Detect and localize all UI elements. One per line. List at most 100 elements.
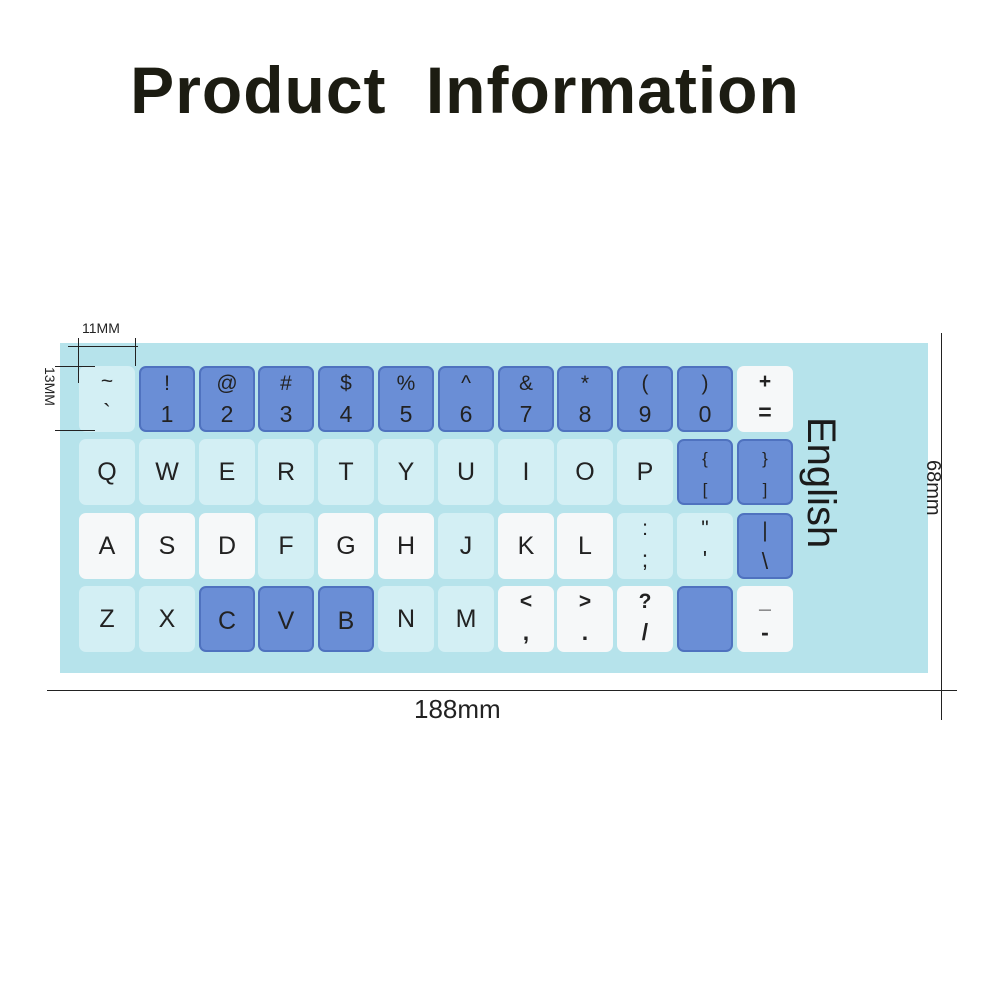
key-shift-label: ~ [100,370,114,393]
key-shift-label: > [578,590,592,613]
key-height-tick-top [55,366,95,367]
key-shift-label: < [519,590,533,613]
key-label: N [396,605,416,633]
key-label: P [636,458,654,486]
key: <, [498,586,554,652]
key: #3 [258,366,314,432]
key: O [557,439,613,505]
key: W [139,439,195,505]
key-base-label: / [641,619,649,645]
key-width-label: 11MM [82,320,120,336]
key: D [199,513,255,579]
key-label: A [98,532,116,560]
key-base-label: 6 [459,401,473,427]
key: A [79,513,135,579]
key-shift-label: & [518,372,533,395]
key-base-label: 7 [519,401,533,427]
key-label: D [217,532,237,560]
key-base-label: 3 [279,401,293,427]
key: @2 [199,366,255,432]
key-base-label: 5 [399,401,413,427]
key: G [318,513,374,579]
key: S [139,513,195,579]
key-label: V [277,607,295,635]
key: F [258,513,314,579]
key-base-label: [ [702,480,708,499]
language-label: English [799,417,843,549]
key-shift-label: + [758,370,772,393]
key: ^6 [438,366,494,432]
key: )0 [677,366,733,432]
key-shift-label: ( [641,372,649,395]
key-base-label: ` [103,399,111,425]
key-shift-label: % [396,372,416,395]
key-shift-label: _ [759,590,771,613]
key: K [498,513,554,579]
key-label: S [158,532,176,560]
key-label: K [517,532,535,560]
key-height-tick-bottom [55,430,95,431]
key-label: U [456,458,476,486]
key-base-label: 1 [160,401,174,427]
key-label: T [338,458,354,486]
key-base-label: 0 [698,401,712,427]
width-dimension-line [47,690,957,691]
key-base-label: . [581,619,589,645]
key: B [318,586,374,652]
key-shift-label: @ [216,372,238,395]
key: %5 [378,366,434,432]
key: Z [79,586,135,652]
key-label: F [278,532,294,560]
key: $4 [318,366,374,432]
key: ~` [79,366,135,432]
key-shift-label: | [762,519,768,542]
key-label: R [276,458,296,486]
key-shift-label: * [580,372,590,395]
key [677,586,733,652]
key-shift-label: ? [638,590,652,613]
key-base-label: - [761,619,769,645]
key-label: M [455,605,477,633]
key-label: I [522,458,530,486]
key: Y [378,439,434,505]
key: (9 [617,366,673,432]
key: J [438,513,494,579]
key-shift-label: { [702,449,708,468]
key: U [438,439,494,505]
key: >. [557,586,613,652]
width-dimension-label: 188mm [414,694,501,724]
key-base-label: 4 [339,401,353,427]
key: ?/ [617,586,673,652]
key: &7 [498,366,554,432]
key-label: B [337,607,355,635]
key-shift-label: ! [164,372,170,395]
key: E [199,439,255,505]
key-label: O [575,458,595,486]
key-shift-label: ) [701,372,709,395]
key-label: E [218,458,236,486]
key: }] [737,439,793,505]
key: Q [79,439,135,505]
key: T [318,439,374,505]
page-title: Product Information [130,53,800,127]
key-label: Z [99,605,115,633]
key-shift-label: } [762,449,768,468]
key-label: W [155,458,179,486]
height-dimension-label: 68mm [922,460,944,516]
key: :; [617,513,673,579]
key-base-label: 8 [578,401,592,427]
key-shift-label: $ [340,372,352,395]
key: P [617,439,673,505]
key-height-label: 13MM [42,367,58,406]
key: _- [737,586,793,652]
key-width-tick-right [135,338,136,366]
key-label: Y [397,458,415,486]
key-label: G [336,532,356,560]
key-shift-label: : [642,517,648,540]
key: |\ [737,513,793,579]
key-label: H [396,532,416,560]
key-base-label: \ [761,548,769,574]
key: X [139,586,195,652]
key-label: L [578,532,592,560]
key-label: C [217,607,237,635]
